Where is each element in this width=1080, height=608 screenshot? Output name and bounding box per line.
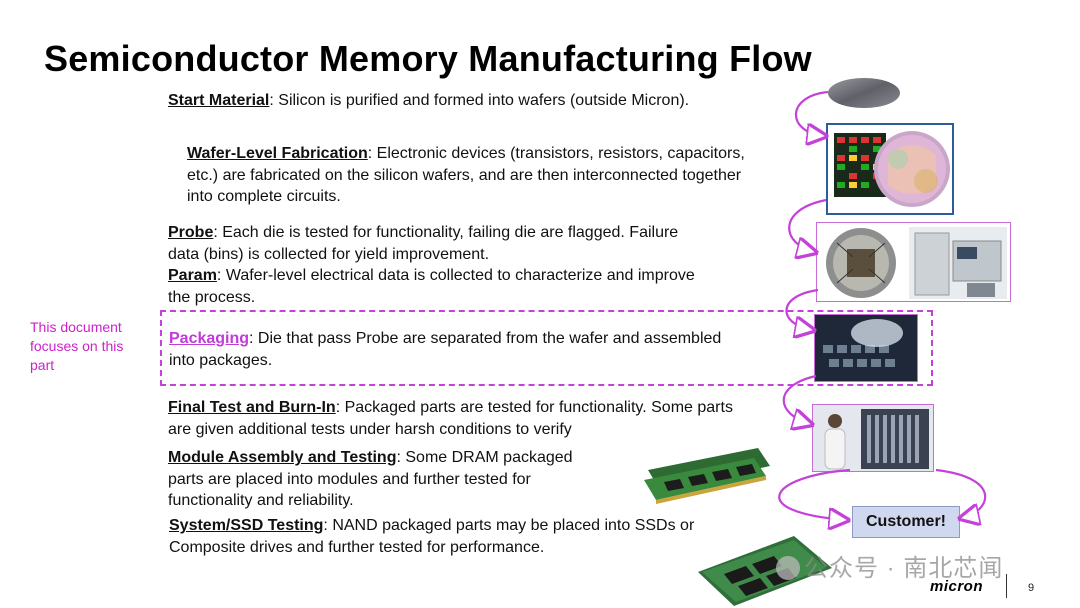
arrow-start-to-fab <box>795 90 828 136</box>
page-number: 9 <box>1028 582 1035 594</box>
final-test-image <box>812 404 934 472</box>
chip-and-wafer-graphic <box>834 131 950 207</box>
step-module: Module Assembly and Testing: Some DRAM p… <box>168 447 588 512</box>
step-heading: Wafer-Level Fabrication <box>187 145 368 162</box>
step-final-test: Final Test and Burn-In: Packaged parts a… <box>168 397 738 440</box>
step-text: : Some DRAM packaged parts are placed in… <box>168 449 573 509</box>
watermark: 公众号 · 南北芯闻 <box>776 548 1003 583</box>
probe-images-frame <box>816 222 1011 302</box>
step-packaging: Packaging: Die that pass Probe are separ… <box>169 328 729 371</box>
step-heading: Module Assembly and Testing <box>168 449 397 466</box>
step-heading: Start Material <box>168 92 270 109</box>
micron-logo: micron <box>930 578 984 595</box>
step-start-material: Start Material: Silicon is purified and … <box>168 90 768 112</box>
arrow-final-to-customer <box>778 468 850 520</box>
dram-module-image <box>644 448 770 504</box>
arrow-final-to-customer-right <box>935 468 987 518</box>
step-wafer-fab: Wafer-Level Fabrication: Electronic devi… <box>187 143 747 208</box>
step-param: Param: Wafer-level electrical data is co… <box>168 265 708 308</box>
step-text: : Die that pass Probe are separated from… <box>169 330 722 369</box>
packaging-image <box>814 314 918 382</box>
wechat-icon <box>776 556 800 580</box>
arrow-pack-to-final <box>782 374 816 424</box>
probe-card-and-tester-graphic <box>826 227 1007 299</box>
wafer-fab-image <box>826 123 954 215</box>
step-system-ssd: System/SSD Testing: NAND packaged parts … <box>169 515 709 558</box>
slide-title: Semiconductor Memory Manufacturing Flow <box>44 38 812 79</box>
raw-wafer-image <box>828 78 900 108</box>
test-lab-graphic <box>813 405 933 471</box>
step-heading: Packaging <box>169 330 250 347</box>
step-heading: System/SSD Testing <box>169 517 324 534</box>
step-text: : Electronic devices (transistors, resis… <box>187 145 745 205</box>
focus-highlight-box <box>160 310 933 386</box>
step-text: : Packaged parts are tested for function… <box>168 399 733 438</box>
step-text: : NAND packaged parts may be placed into… <box>169 517 695 556</box>
focus-note: This document focuses on this part <box>30 319 124 373</box>
arrow-probe-to-pack <box>785 288 818 330</box>
customer-box: Customer! <box>852 506 960 538</box>
step-text: : Each die is tested for functionality, … <box>168 224 679 263</box>
step-heading: Param <box>168 267 217 284</box>
arrow-fab-to-probe <box>788 198 827 252</box>
die-tray-graphic <box>815 315 917 381</box>
footer-divider <box>1006 574 1007 598</box>
step-text: : Silicon is purified and formed into wa… <box>269 92 690 109</box>
step-text: : Wafer-level electrical data is collect… <box>168 267 695 306</box>
step-probe: Probe: Each die is tested for functional… <box>168 222 698 265</box>
step-heading: Final Test and Burn-In <box>168 399 336 416</box>
watermark-text: 公众号 · 南北芯闻 <box>804 555 1004 582</box>
step-heading: Probe <box>168 224 214 241</box>
